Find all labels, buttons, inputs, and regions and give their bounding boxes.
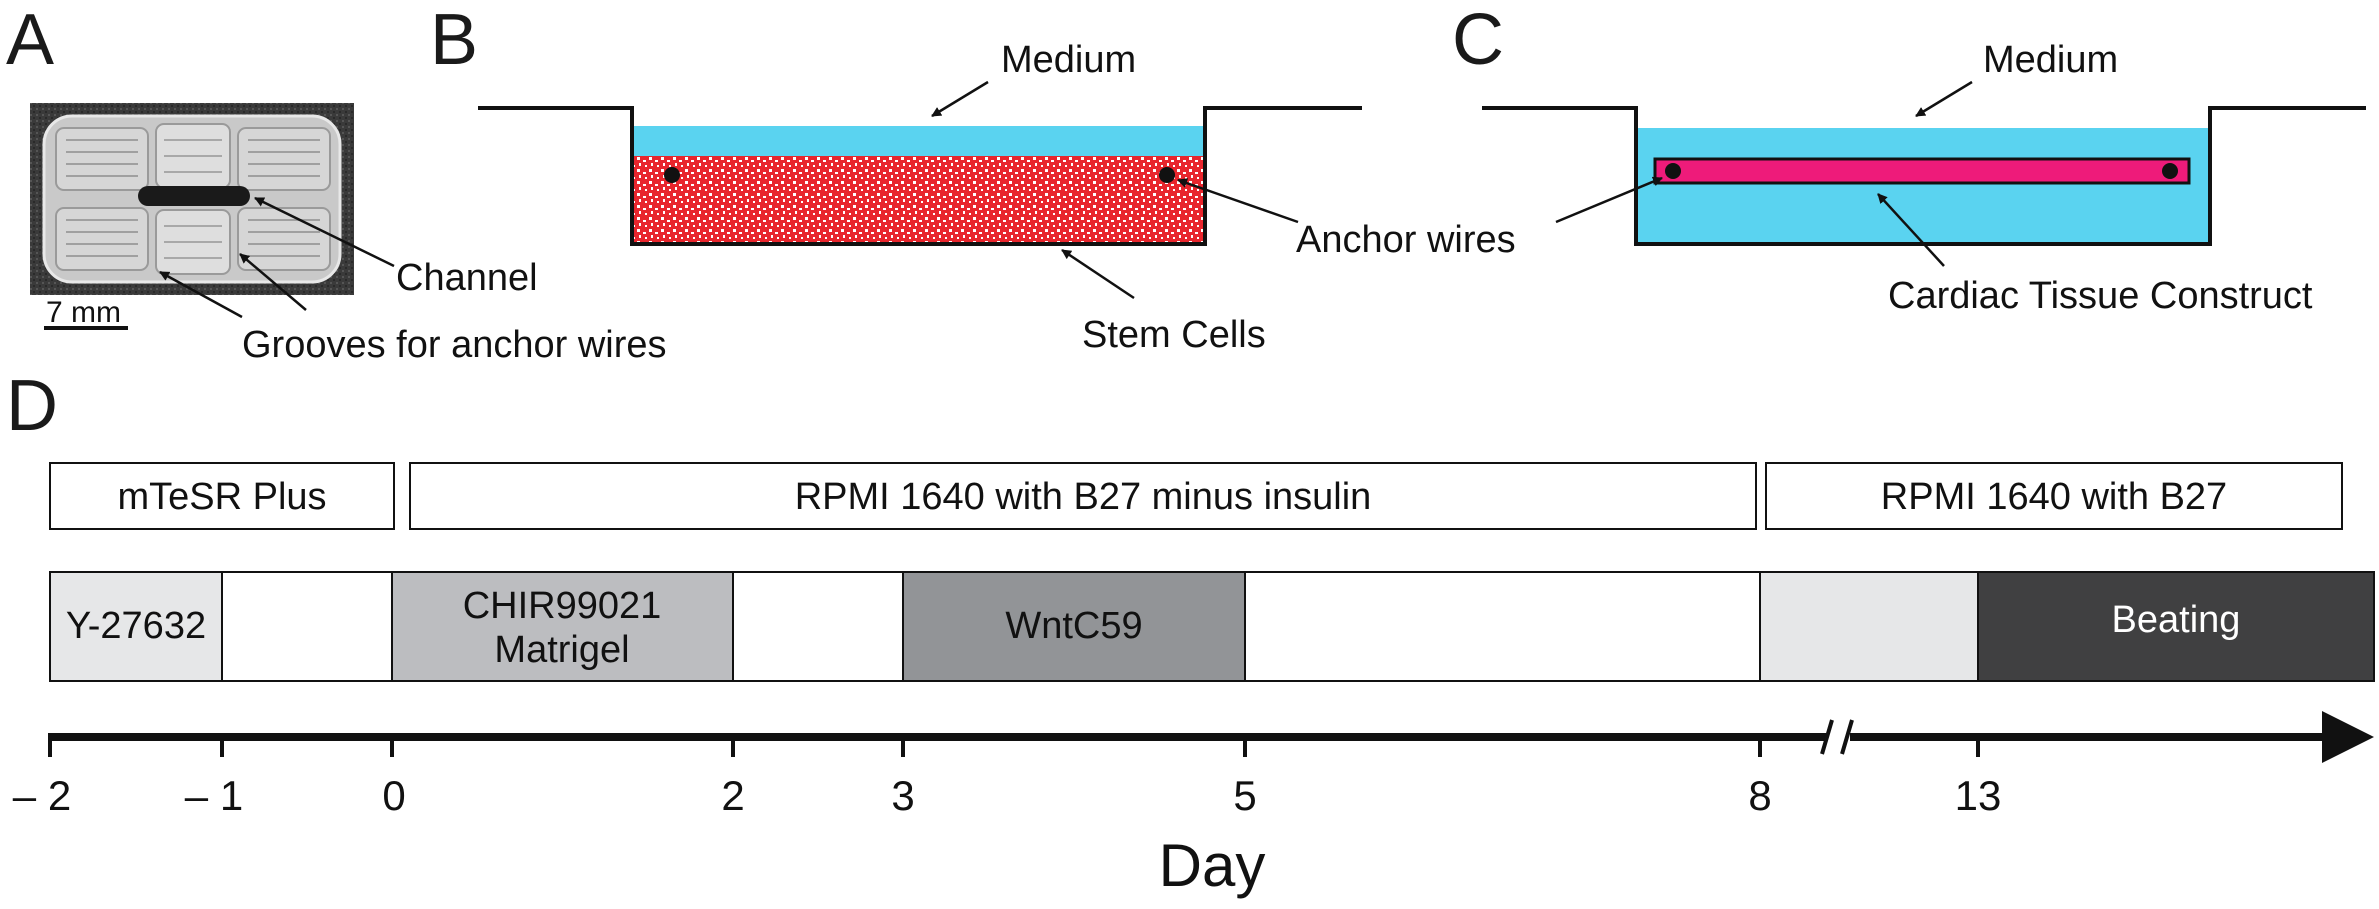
tick-label: 3 [891, 772, 914, 819]
medium-arrow-c [1915, 80, 1973, 118]
scale-bar: 7 mm [44, 296, 128, 330]
medium-layer [632, 126, 1205, 156]
device-photo [30, 103, 354, 295]
treatment-wntc59 [902, 571, 1246, 682]
panel-letter-b: B [430, 0, 478, 80]
medium-label: Medium [1001, 39, 1136, 81]
anchor-wire-left [664, 167, 680, 183]
panel-letter-a: A [6, 0, 54, 80]
axis-title: Day [1159, 832, 1266, 899]
media-label-rpmi-minus-insulin: RPMI 1640 with B27 minus insulin [795, 476, 1372, 518]
panel-d: D mTeSR Plus RPMI 1640 with B27 minus in… [6, 366, 2375, 899]
treatment-beating [1977, 571, 2375, 682]
tick-label: – 2 [13, 772, 71, 819]
treatment-label-chir: CHIR99021 [463, 585, 662, 627]
channel-label: Channel [396, 257, 538, 299]
well-outline [478, 106, 1362, 246]
medium-label-c: Medium [1983, 39, 2118, 81]
treatment-label-y27632: Y-27632 [66, 605, 206, 647]
anchor-wires-label: Anchor wires [1296, 219, 1516, 261]
axis-arrowhead [2322, 711, 2374, 763]
anchor-wire-left-c [1665, 163, 1681, 179]
stem-cells-label: Stem Cells [1082, 314, 1266, 356]
treatment-y27632 [49, 571, 223, 682]
treatment-label-matrigel: Matrigel [494, 629, 629, 671]
panel-c: C Medium Cardiac Tissue Construct [1452, 0, 2366, 317]
construct-label: Cardiac Tissue Construct [1888, 275, 2313, 317]
treatment-recovery [1759, 571, 1979, 682]
medium-bath [1636, 128, 2210, 244]
tick-label: 2 [721, 772, 744, 819]
construct-arrow [1877, 193, 1945, 267]
stem-cell-layer [632, 156, 1205, 244]
anchor-wires-arrow [1177, 178, 1299, 224]
panel-a: A [6, 0, 667, 366]
tissue-construct [1653, 157, 2191, 185]
axis-break-mark-1 [1820, 719, 1834, 755]
stem-cells-arrow [1061, 248, 1135, 300]
anchor-wire-right-c [2162, 163, 2178, 179]
media-row: mTeSR Plus RPMI 1640 with B27 minus insu… [49, 462, 2343, 530]
anchor-arrow-c [1555, 176, 1663, 224]
tick-label: – 1 [185, 772, 243, 819]
tick-label: 13 [1955, 772, 2002, 819]
media-label-mtesr: mTeSR Plus [117, 476, 326, 518]
media-box-rpmi-b27 [1765, 462, 2343, 530]
panel-letter-c: C [1452, 0, 1504, 80]
groove-arrow-left [159, 270, 243, 319]
groove-arrow-right [239, 253, 307, 311]
panel-b: B Medium Anchor wires Stem Cells [430, 0, 1516, 356]
scale-bar-label: 7 mm [46, 296, 121, 329]
timeline-axis: – 2 – 1 0 2 3 5 8 13 Day [13, 711, 2374, 899]
treatment-label-wntc59: WntC59 [1005, 605, 1142, 647]
tick-label: 8 [1748, 772, 1771, 819]
tick-label: 5 [1233, 772, 1256, 819]
channel-arrow [254, 196, 395, 268]
anchor-wire-right [1159, 167, 1175, 183]
panel-letter-d: D [6, 366, 58, 446]
grooves-label: Grooves for anchor wires [242, 324, 667, 366]
media-box-mtesr [49, 462, 395, 530]
medium-arrow [931, 80, 989, 118]
treatment-row: Y-27632 CHIR99021 Matrigel WntC59 Beatin… [49, 571, 2375, 682]
tick-label: 0 [382, 772, 405, 819]
treatment-chir-matrigel [391, 571, 734, 682]
media-label-rpmi-b27: RPMI 1640 with B27 [1881, 476, 2227, 518]
media-box-rpmi-minus-insulin [409, 462, 1757, 530]
axis-break-mark-2 [1840, 719, 1854, 755]
treatment-label-beating: Beating [2112, 599, 2241, 641]
